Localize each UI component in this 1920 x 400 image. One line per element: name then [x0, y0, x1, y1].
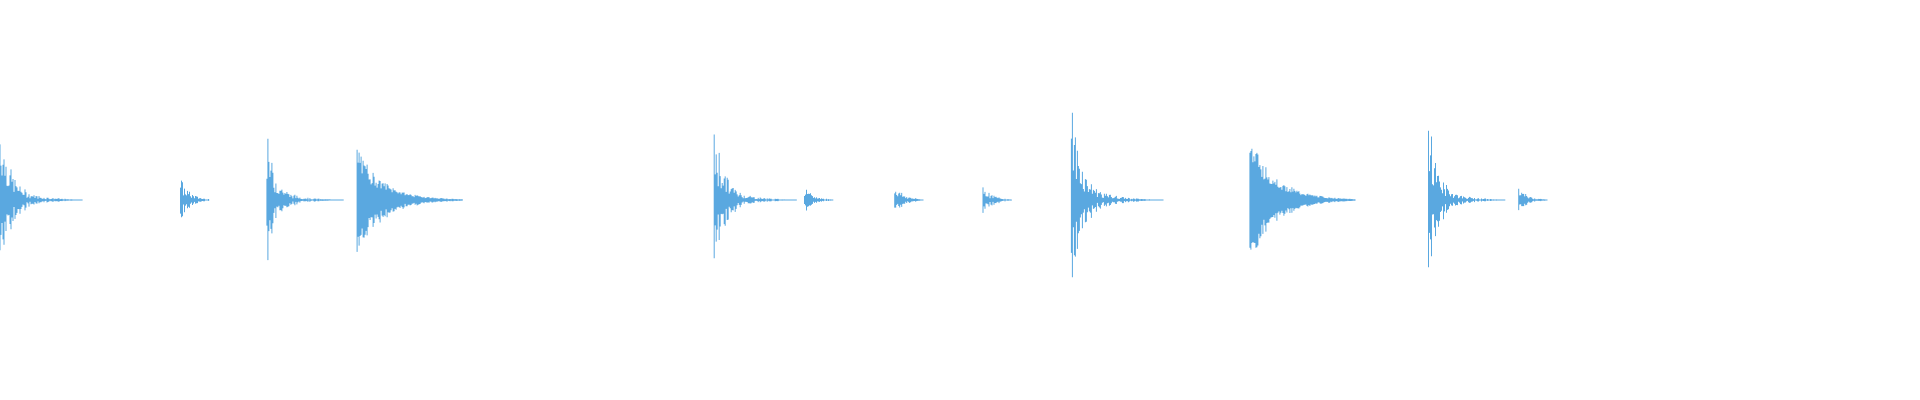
waveform-hit-7	[894, 191, 924, 208]
waveform-hit-1	[0, 144, 83, 251]
waveform-hit-8	[982, 187, 1012, 213]
waveform-hit-4	[356, 149, 463, 252]
waveform-hits	[0, 112, 1548, 278]
waveform-hit-2	[180, 180, 210, 218]
waveform-hit-9	[1070, 112, 1164, 278]
waveform-hit-12	[1518, 188, 1548, 211]
waveform-hit-3	[266, 138, 344, 261]
waveform-hit-6	[804, 189, 834, 211]
waveform-hit-10	[1249, 148, 1356, 250]
waveform-hit-5	[713, 134, 797, 259]
waveform-hit-11	[1428, 130, 1506, 268]
